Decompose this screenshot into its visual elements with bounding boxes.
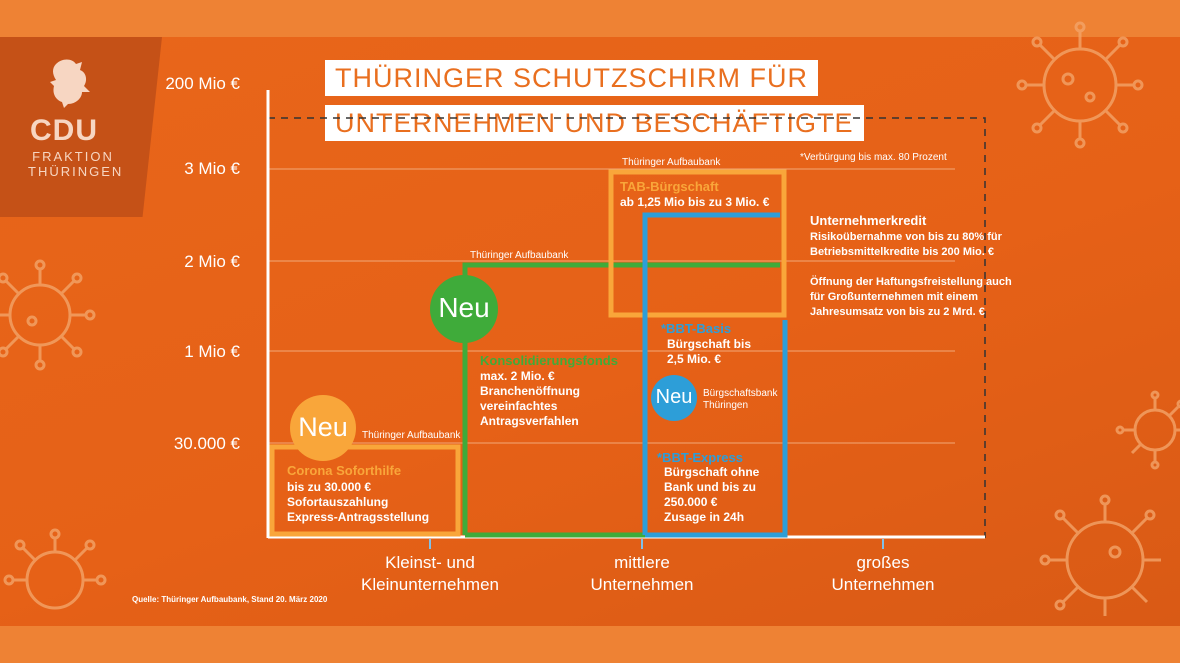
bbt-express-line: Bürgschaft ohne [664,465,760,479]
y-label-200mio: 200 Mio € [165,74,240,93]
bbt-express-line: Zusage in 24h [664,510,745,524]
title-line-2: UNTERNEHMEN UND BESCHÄFTIGTE [325,105,864,141]
y-label-2mio: 2 Mio € [184,252,240,271]
bottom-band [0,626,1180,663]
x-label-large-line-2: Unternehmen [831,575,935,594]
logo-subtitle: FRAKTION THÜRINGEN [28,149,124,179]
bbt-express-line: 250.000 € [664,495,718,509]
logo-cdu: CDU [30,114,98,147]
bbt-frame-right [645,320,788,538]
y-label-3mio: 3 Mio € [184,159,240,178]
virus-icon [1016,21,1144,149]
tab-details: ab 1,25 Mio bis zu 3 Mio. € [620,195,770,209]
konsolidierung-line: Branchenöffnung [480,384,580,398]
virus-icon [1115,390,1180,470]
bbt-basis-name: *BBT-Basis [661,321,732,336]
x-label-medium: mittlere Unternehmen [562,552,722,596]
y-label-30000: 30.000 € [173,434,240,453]
x-label-medium-line-1: mittlere [614,553,670,572]
bbt-express-details: Bürgschaft ohne Bank und bis zu 250.000 … [664,465,759,525]
title-line-1: THÜRINGER SCHUTZSCHIRM FÜR [325,60,818,96]
x-label-medium-line-2: Unternehmen [590,575,694,594]
provider-tab: Thüringer Aufbaubank [622,157,721,168]
soforthilfe-line: Sofortauszahlung [287,495,389,509]
konsolidierung-name: Konsolidierungsfonds [480,353,618,368]
soforthilfe-name: Corona Soforthilfe [287,463,402,478]
tab-box [608,169,787,318]
top-band [0,0,1180,37]
provider-konsolidierung: Thüringer Aufbaubank [470,250,569,261]
source-note: Quelle: Thüringer Aufbaubank, Stand 20. … [132,595,328,604]
neu-badge-bbt: Neu [651,375,697,421]
footnote: *Verbürgung bis max. 80 Prozent [800,152,947,163]
unternehmerkredit-line: Betriebsmittelkredite bis 200 Mio. € [810,246,995,258]
lion-icon [50,59,90,108]
x-label-small-line-2: Kleinunternehmen [361,575,499,594]
konsolidierung-line: Antragsverfahlen [480,414,579,428]
neu-badge-konsolidierung: Neu [430,275,498,343]
konsolidierung-frame [462,262,780,535]
konsolidierung-line: max. 2 Mio. € [480,369,555,383]
unternehmerkredit-details: Risikoübernahme von bis zu 80% für Betri… [810,230,1012,320]
konsolidierung-line: vereinfachtes [480,399,558,413]
soforthilfe-details: bis zu 30.000 € Sofortauszahlung Express… [287,480,429,525]
bbt-basis-line: Bürgschaft bis [667,337,752,351]
unternehmerkredit-line: Risikoübernahme von bis zu 80% für [810,231,1002,243]
unternehmerkredit-spacer [810,260,1012,275]
bbt-express-name: *BBT-Express [657,450,743,465]
unternehmerkredit-name: Unternehmerkredit [810,213,927,228]
soforthilfe-line: Express-Antragsstellung [287,510,430,524]
logo-line-1: FRAKTION [32,149,114,164]
logo-line-2: THÜRINGEN [28,164,124,179]
konsolidierung-details: max. 2 Mio. € Branchenöffnung vereinfach… [480,369,580,429]
y-label-1mio: 1 Mio € [184,342,240,361]
soforthilfe-line: bis zu 30.000 € [287,480,372,494]
bbt-basis-details: Bürgschaft bis 2,5 Mio. € [667,337,751,367]
bbt-frame [642,212,780,535]
soforthilfe-box [269,444,461,537]
virus-icon [0,259,96,371]
bbt-express-line: Bank und bis zu [664,480,757,494]
unternehmerkredit-line: Jahresumsatz von bis zu 2 Mrd. € [810,306,985,318]
unternehmerkredit-line: Öffnung der Haftungsfreistellung auch [810,276,1012,288]
x-label-large-line-1: großes [856,553,910,572]
provider-soforthilfe: Thüringer Aufbaubank [362,430,461,441]
neu-badge-soforthilfe: Neu [290,395,356,461]
x-label-small: Kleinst- und Kleinunternehmen [340,552,520,596]
dashed-200mio-boundary [268,117,986,538]
logo-panel [0,37,162,217]
provider-bbt-line-2: Thüringen [703,400,749,411]
virus-icon [3,528,107,610]
x-label-large: großes Unternehmen [803,552,963,596]
bbt-basis-line: 2,5 Mio. € [667,352,722,366]
unternehmerkredit-line: für Großunternehmen mit einem [810,291,979,303]
provider-bbt: Bürgschaftsbank Thüringen [703,388,778,412]
x-label-small-line-1: Kleinst- und [385,553,475,572]
tab-name: TAB-Bürgschaft [620,179,719,194]
virus-icon [1039,494,1161,616]
provider-bbt-line-1: Bürgschaftsbank [703,388,778,399]
